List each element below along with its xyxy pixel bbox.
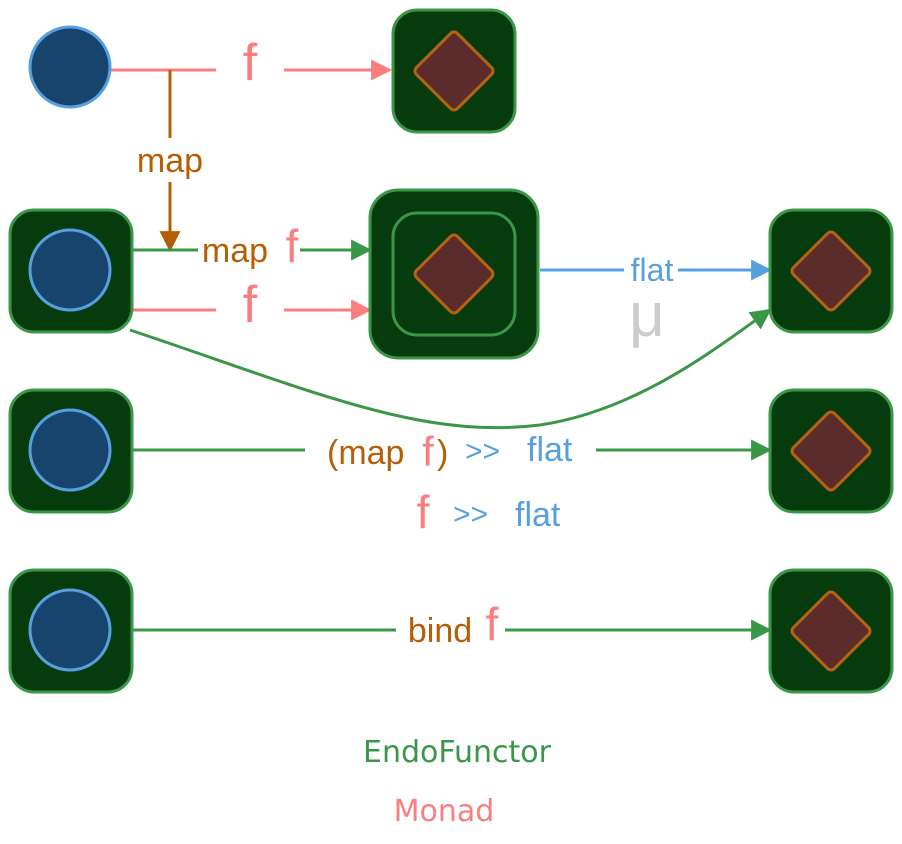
map-label-row3: (map bbox=[327, 434, 404, 472]
wrapped-value-box-row3 bbox=[8, 388, 134, 514]
flat-label-row3b: flat bbox=[515, 496, 561, 534]
result-box-row4 bbox=[768, 568, 894, 694]
map-label-vertical: map bbox=[137, 142, 203, 180]
f-label-row3b: f bbox=[417, 486, 430, 538]
f-label-row1: f bbox=[243, 34, 258, 92]
compose-operator-row3: >> bbox=[465, 435, 500, 468]
f-label-row2b: f bbox=[243, 276, 258, 334]
map-label-row2: map bbox=[202, 232, 268, 270]
f-label-bind: f bbox=[486, 598, 499, 650]
compose-operator-row3b: >> bbox=[453, 498, 488, 531]
value-circle-row4 bbox=[28, 588, 112, 672]
mu-label: μ bbox=[629, 281, 665, 350]
result-box-row3 bbox=[768, 388, 894, 514]
value-circle-row1 bbox=[28, 25, 112, 109]
result-diamond-row3 bbox=[790, 410, 872, 492]
result-diamond-row4 bbox=[790, 590, 872, 672]
composition-curve-arrow bbox=[129, 308, 772, 430]
flat-label-row3: flat bbox=[527, 431, 573, 469]
value-circle-row2 bbox=[28, 228, 112, 312]
wrapped-value-box-row2 bbox=[8, 208, 134, 334]
f-label-row3: f bbox=[422, 428, 434, 475]
wrapped-value-box-row1 bbox=[391, 8, 517, 134]
flat-label: flat bbox=[631, 252, 674, 288]
nested-wrapped-box bbox=[368, 188, 540, 360]
legend-monad: Monad bbox=[394, 794, 495, 829]
f-label-row2a: f bbox=[286, 220, 299, 272]
wrapped-value-box-row4 bbox=[8, 568, 134, 694]
flattened-diamond-row2 bbox=[790, 230, 872, 312]
legend-endofunctor: EndoFunctor bbox=[363, 735, 552, 770]
bind-label: bind bbox=[408, 612, 472, 650]
result-diamond bbox=[413, 30, 495, 112]
value-circle-row3 bbox=[28, 408, 112, 492]
nested-diamond bbox=[413, 233, 495, 315]
flattened-box-row2 bbox=[768, 208, 894, 334]
close-paren-row3: ) bbox=[437, 434, 448, 472]
